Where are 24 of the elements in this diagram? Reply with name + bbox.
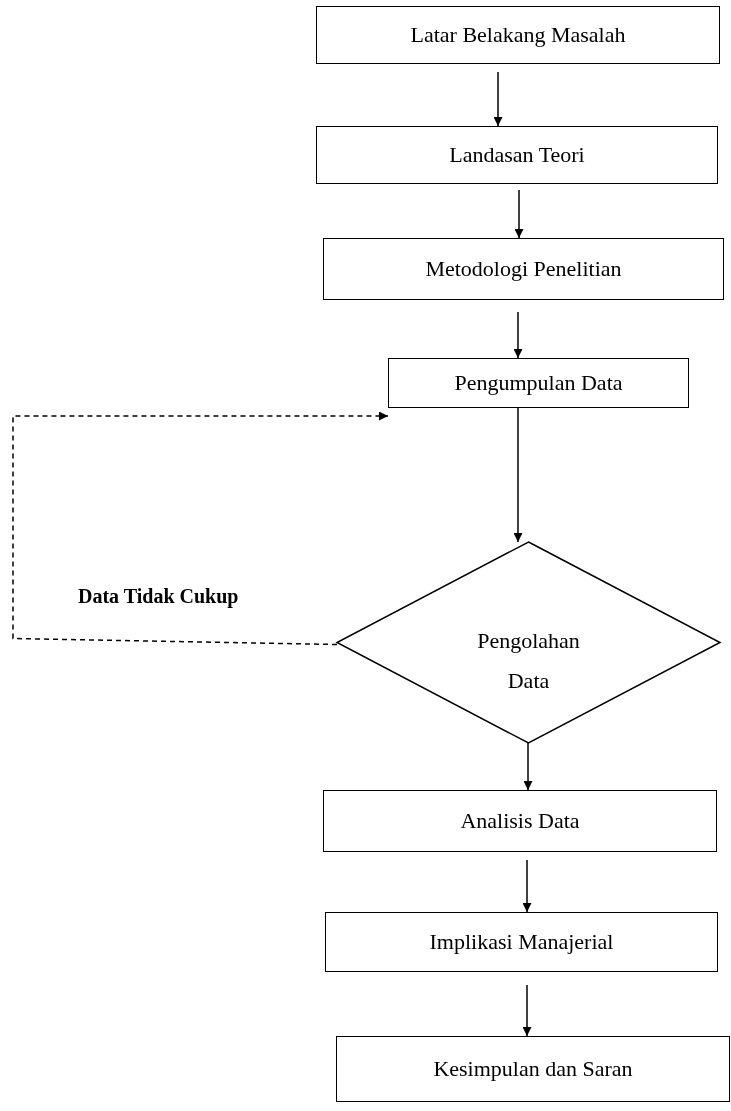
box-label: Implikasi Manajerial <box>429 929 614 955</box>
box-label: Analisis Data <box>460 808 580 834</box>
arrow <box>12 411 389 646</box>
box-label: Pengolahan Data <box>476 626 581 695</box>
box-label: Landasan Teori <box>449 142 585 168</box>
arrow <box>522 859 532 913</box>
process-box <box>336 1036 730 1102</box>
process-box <box>388 358 689 408</box>
arrow <box>522 984 532 1037</box>
arrow <box>513 407 523 543</box>
arrow <box>523 742 533 791</box>
arrow <box>514 189 524 239</box>
arrow <box>513 311 523 359</box>
box-label: Metodologi Penelitian <box>425 256 622 282</box>
process-box <box>323 238 724 300</box>
process-box <box>316 6 720 64</box>
box-label: Latar Belakang Masalah <box>410 22 626 48</box>
box-label: Kesimpulan dan Saran <box>433 1056 633 1082</box>
process-box <box>325 912 718 972</box>
decision-diamond <box>337 542 720 743</box>
box-label: Pengumpulan Data <box>454 370 623 396</box>
process-box <box>323 790 717 852</box>
arrow <box>493 71 503 127</box>
process-box <box>316 126 718 184</box>
